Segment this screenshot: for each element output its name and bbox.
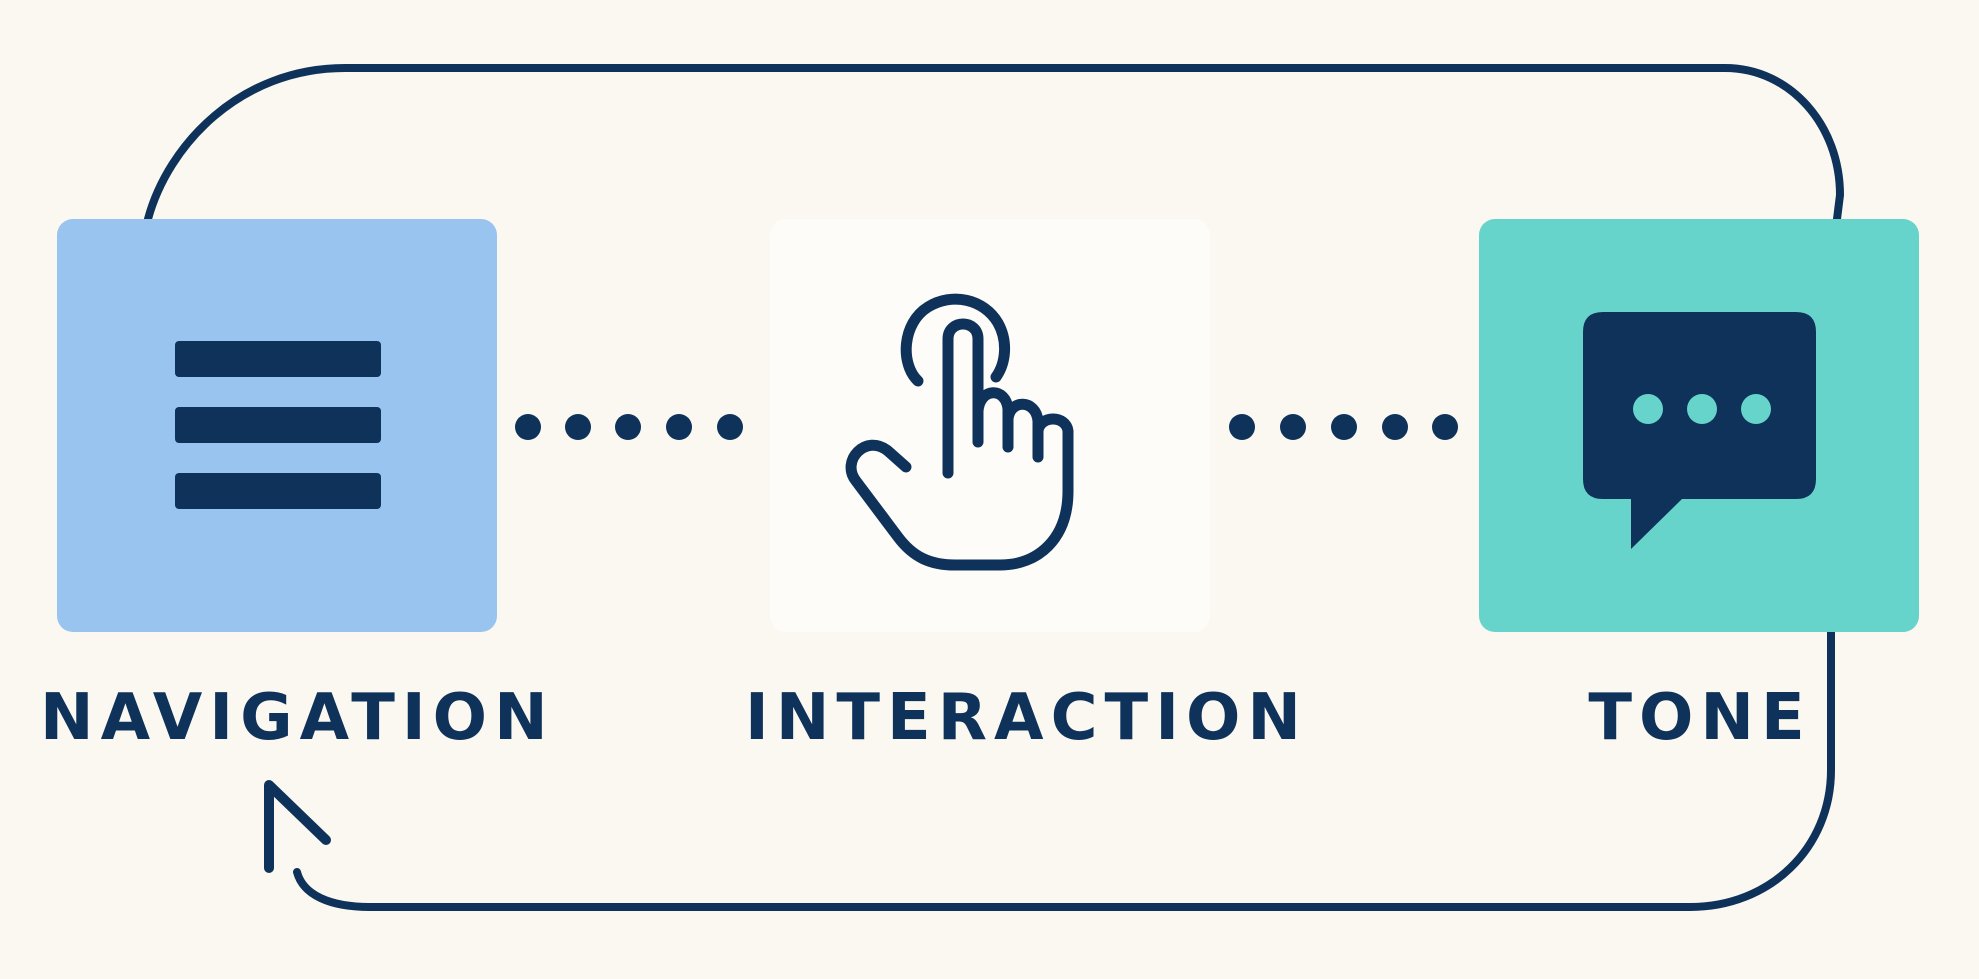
connector-dot: [565, 414, 591, 440]
tap-hand-icon: [845, 293, 1074, 571]
tone-label: TONE: [1588, 681, 1812, 755]
connector-dot: [1331, 414, 1357, 440]
connector-dot: [615, 414, 641, 440]
chat-bubble-icon: [1583, 312, 1816, 549]
hamburger-menu-icon: [175, 341, 381, 509]
navigation-card: [57, 219, 497, 632]
navigation-label: NAVIGATION: [40, 681, 555, 755]
interaction-card: [770, 219, 1210, 632]
connector-dot: [1382, 414, 1408, 440]
top-loop-line: [144, 64, 1845, 223]
bubble-dot: [1741, 394, 1771, 424]
connector-dot: [717, 414, 743, 440]
interaction-label: INTERACTION: [745, 681, 1308, 755]
tone-card: [1479, 219, 1919, 632]
bubble-dot: [1633, 394, 1663, 424]
loop-arrowhead-icon: [264, 780, 331, 873]
bottom-loop-line: [293, 628, 1835, 911]
connector-dot: [515, 414, 541, 440]
bubble-dot: [1687, 394, 1717, 424]
connector-dot: [1432, 414, 1458, 440]
connector-dot: [1280, 414, 1306, 440]
connector-dot: [666, 414, 692, 440]
connector-dot: [1229, 414, 1255, 440]
